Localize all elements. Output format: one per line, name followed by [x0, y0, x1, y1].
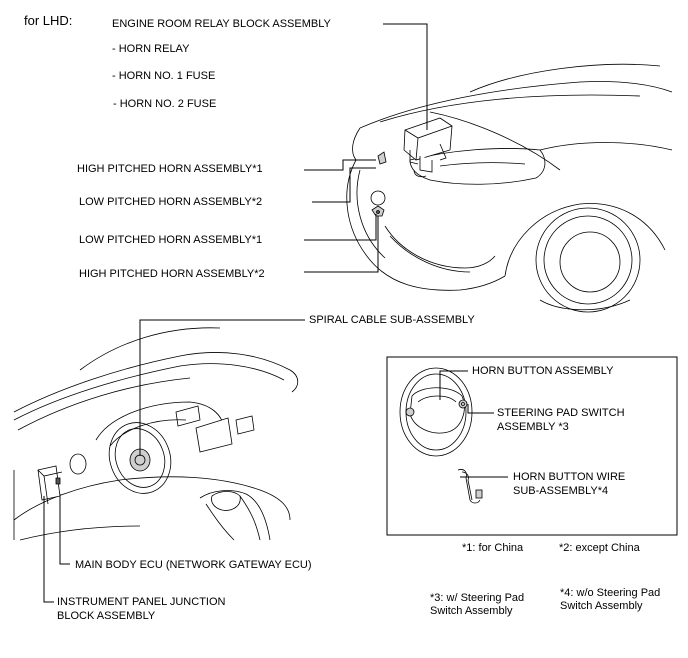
- note-1: *1: for China: [462, 542, 524, 554]
- junction-block-label-2: BLOCK ASSEMBLY: [57, 610, 156, 622]
- horn-button-label: HORN BUTTON ASSEMBLY: [472, 365, 614, 377]
- horn-button-wire: [457, 469, 483, 504]
- inset-frame: [386, 356, 678, 536]
- horn-high-1: [377, 151, 387, 165]
- horn-relay-label: - HORN RELAY: [112, 43, 190, 55]
- note-4-line-1: *4: w/o Steering Pad: [560, 587, 661, 599]
- engine-relay-block: [403, 117, 453, 178]
- engine-relay-label: ENGINE ROOM RELAY BLOCK ASSEMBLY: [112, 18, 331, 30]
- steering-wheel-interior: [108, 422, 172, 494]
- dashboard-drawing: [13, 327, 299, 541]
- high-pitched-horn-2-label: HIGH PITCHED HORN ASSEMBLY*2: [79, 268, 265, 280]
- horn-fuse-1-label: - HORN NO. 1 FUSE: [112, 70, 216, 82]
- inset-steering-wheel: [399, 367, 473, 457]
- note-3-line-1: *3: w/ Steering Pad: [430, 592, 525, 604]
- pad-switch-label-1: STEERING PAD SWITCH: [497, 407, 625, 419]
- low-pitched-horn-1-label: LOW PITCHED HORN ASSEMBLY*1: [79, 234, 263, 246]
- horn-wire-label-1: HORN BUTTON WIRE: [513, 471, 626, 483]
- horn-fuse-2-label: - HORN NO. 2 FUSE: [113, 98, 217, 110]
- horn-wire-label-2: SUB-ASSEMBLY*4: [513, 485, 609, 497]
- junction-block-label-1: INSTRUMENT PANEL JUNCTION: [57, 596, 226, 608]
- section-label: for LHD:: [24, 13, 73, 28]
- note-2: *2: except China: [559, 542, 640, 554]
- low-pitched-horn-2-label: LOW PITCHED HORN ASSEMBLY*2: [79, 196, 263, 208]
- main-body-ecu-label: MAIN BODY ECU (NETWORK GATEWAY ECU): [75, 559, 312, 571]
- pad-switch-label-2: ASSEMBLY *3: [497, 421, 569, 433]
- main-body-ecu: [37, 465, 63, 505]
- leader-lines: [43, 23, 508, 603]
- high-pitched-horn-1-label: HIGH PITCHED HORN ASSEMBLY*1: [77, 163, 263, 175]
- horn-low-1: [371, 205, 385, 217]
- spiral-cable-label: SPIRAL CABLE SUB-ASSEMBLY: [309, 314, 475, 326]
- note-3-line-2: Switch Assembly: [430, 605, 513, 617]
- note-4-line-2: Switch Assembly: [560, 600, 643, 612]
- car-front-drawing: [346, 63, 673, 313]
